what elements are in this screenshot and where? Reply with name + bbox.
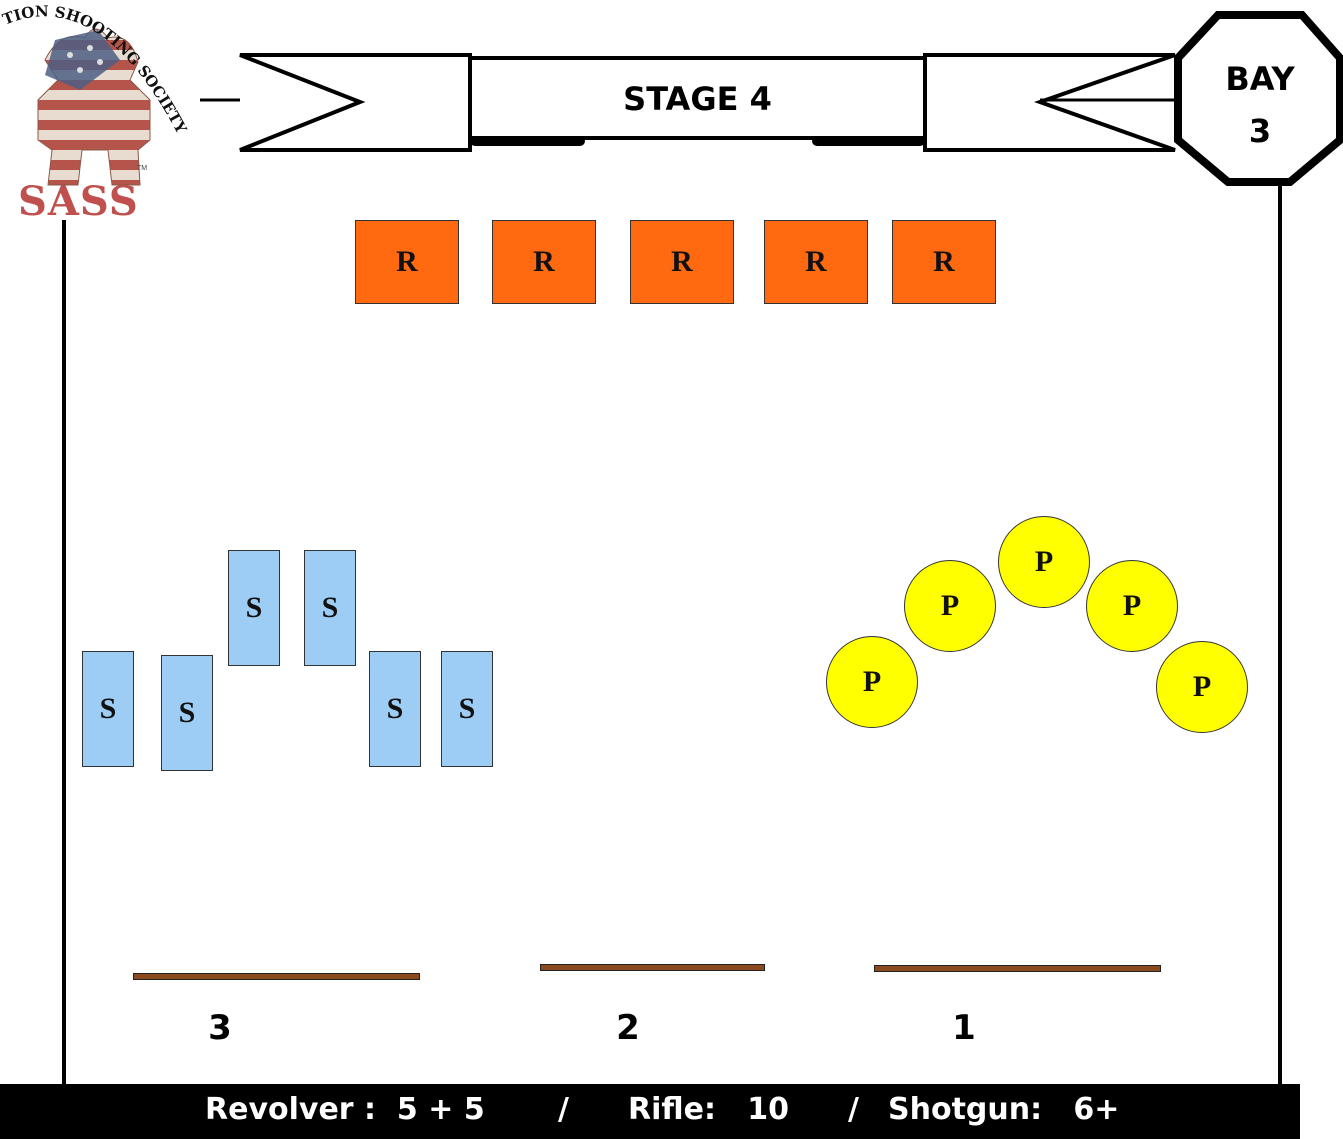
- pistol-target: P: [1156, 641, 1248, 733]
- bay-label: BAY: [1225, 60, 1295, 98]
- banner-ribbon: [200, 11, 1343, 186]
- stage-title: STAGE 4: [623, 80, 772, 118]
- shotgun-target: S: [161, 655, 213, 771]
- pistol-target: P: [1086, 560, 1178, 652]
- shotgun-target: S: [441, 651, 493, 767]
- rifle-target: R: [892, 220, 996, 304]
- logo-abbr: SASS: [18, 178, 139, 225]
- separator: /: [558, 1092, 569, 1127]
- shotgun-target: S: [304, 550, 356, 666]
- shotgun-target: S: [228, 550, 280, 666]
- logo-arc-text: TION SHOOTING SOCIETY: [0, 0, 1, 1]
- shotgun-count: Shotgun: 6+: [888, 1092, 1120, 1127]
- bay-sign: BAY 3: [1180, 40, 1340, 170]
- shotgun-target: S: [82, 651, 134, 767]
- shooting-table-3: [133, 973, 420, 980]
- left-wall: [62, 220, 66, 1085]
- position-number-1: 1: [952, 1008, 976, 1048]
- pistol-target: P: [998, 516, 1090, 608]
- rifle-target: R: [764, 220, 868, 304]
- sass-logo: TION SHOOTING SOCIETY TM SASS: [0, 0, 210, 225]
- sass-logo-graphic: [37, 28, 151, 186]
- right-wall: [1278, 180, 1282, 1085]
- revolver-count: Revolver : 5 + 5: [205, 1092, 485, 1127]
- rifle-target: R: [630, 220, 734, 304]
- rifle-count: Rifle: 10: [628, 1092, 790, 1127]
- rifle-target: R: [492, 220, 596, 304]
- pistol-target: P: [904, 560, 996, 652]
- shooting-table-1: [874, 965, 1161, 972]
- round-count-bar: Revolver : 5 + 5 / Rifle: 10 / Shotgun: …: [0, 1084, 1300, 1139]
- logo-trademark: TM: [137, 165, 148, 172]
- pistol-target: P: [826, 636, 918, 728]
- shotgun-target: S: [369, 651, 421, 767]
- separator: /: [848, 1092, 859, 1127]
- bay-number: 3: [1248, 112, 1272, 150]
- shooting-table-2: [540, 964, 765, 971]
- position-number-3: 3: [208, 1008, 232, 1048]
- position-number-2: 2: [616, 1008, 640, 1048]
- logo-arc-lettering: TION SHOOTING SOCIETY: [0, 2, 190, 136]
- rifle-target: R: [355, 220, 459, 304]
